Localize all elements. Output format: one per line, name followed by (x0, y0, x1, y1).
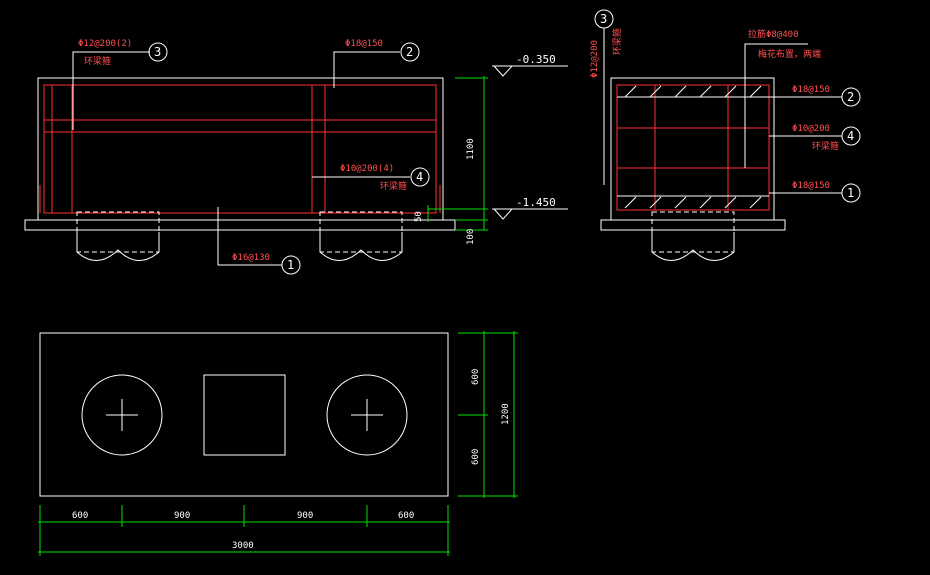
plan-view: 600 900 900 600 3000 600 600 1200 (38, 331, 518, 556)
section-bubble-3-label: 3 (600, 12, 607, 26)
bubble-4-label: 4 (416, 170, 423, 184)
section-bubble-2 (841, 87, 861, 107)
section-bubble-1 (841, 183, 861, 203)
cap-base-slab (24, 219, 456, 231)
rebar-1-label: Φ16@130 (232, 253, 270, 263)
section-bubble-4 (841, 126, 861, 146)
elevation-view: 3 Φ12@200(2) 环梁箍 2 Φ18@150 4 Φ10@200(4) … (24, 39, 568, 275)
section-rebar-4-label: Φ10@200 (792, 124, 830, 134)
section-pile-top (651, 211, 735, 253)
section-leader-stirrup (744, 43, 808, 168)
rebar-cage-outline (43, 84, 437, 214)
leader-3 (72, 51, 150, 130)
section-bubble-4-label: 4 (847, 129, 854, 143)
section-rebar-cage (616, 84, 770, 211)
section-rebar-4-note: 环梁箍 (812, 140, 839, 152)
plan-dim-total-width: 3000 (232, 541, 254, 551)
section-pile-break (651, 232, 735, 261)
section-rebar-1-label: Φ18@150 (792, 181, 830, 191)
level-bottom-label: -1.450 (516, 196, 556, 209)
section-base-slab (600, 219, 786, 231)
section-rebar-3-note: 环梁箍 (611, 28, 623, 55)
rebar-2-label: Φ18@150 (345, 39, 383, 49)
bubble-1-label: 1 (287, 258, 294, 272)
pile-right-top (319, 211, 403, 253)
dim-height-label: 1100 (466, 138, 476, 160)
plan-side-dim-1: 600 (471, 369, 481, 385)
section-stirrup-note: 梅花布置，两端 (758, 48, 821, 60)
cap-outline (37, 77, 444, 221)
plan-dim-4: 600 (398, 511, 414, 521)
leader-1 (217, 207, 282, 266)
leader-2 (333, 51, 400, 88)
bubble-2-label: 2 (406, 45, 413, 59)
plan-pile-right (326, 374, 408, 456)
plan-dim-total-height: 1200 (501, 403, 511, 425)
plan-dim-2: 900 (174, 511, 190, 521)
section-bubble-1-label: 1 (847, 186, 854, 200)
plan-side-dim-2: 600 (471, 449, 481, 465)
level-top-triangle (493, 65, 513, 77)
bubble-1 (281, 255, 301, 275)
rebar-4-label: Φ10@200(4) (340, 164, 394, 174)
dim-base-label: 100 (466, 229, 476, 245)
plan-pile-left (81, 374, 163, 456)
plan-column (203, 374, 286, 456)
rebar-4-note: 环梁箍 (380, 180, 407, 192)
dim-cover-label: 50 (414, 211, 424, 222)
level-bottom-triangle (493, 208, 513, 220)
plan-dim-3: 900 (297, 511, 313, 521)
section-bubble-2-label: 2 (847, 90, 854, 104)
section-rebar-3-label: Φ12@200 (590, 40, 600, 78)
plan-outline (39, 332, 449, 497)
rebar-3-note: 环梁箍 (84, 55, 111, 67)
section-hatch (624, 85, 762, 209)
section-stirrup-label: 拉筋Φ8@400 (748, 28, 799, 40)
level-top-label: -0.350 (516, 53, 556, 66)
plan-dim-1: 600 (72, 511, 88, 521)
section-view: 3 Φ12@200 环梁箍 拉筋Φ8@400 梅花布置，两端 2 Φ18@150… (590, 9, 861, 261)
section-rebar-2-label: Φ18@150 (792, 85, 830, 95)
pile-left-top (76, 211, 160, 253)
pile-right-break (319, 232, 403, 261)
section-outline (610, 77, 775, 221)
bubble-2 (400, 42, 420, 62)
bubble-4 (410, 167, 430, 187)
pile-left-break (76, 232, 160, 261)
rebar-3-label: Φ12@200(2) (78, 39, 132, 49)
bubble-3 (148, 42, 168, 62)
bubble-3-label: 3 (154, 45, 161, 59)
